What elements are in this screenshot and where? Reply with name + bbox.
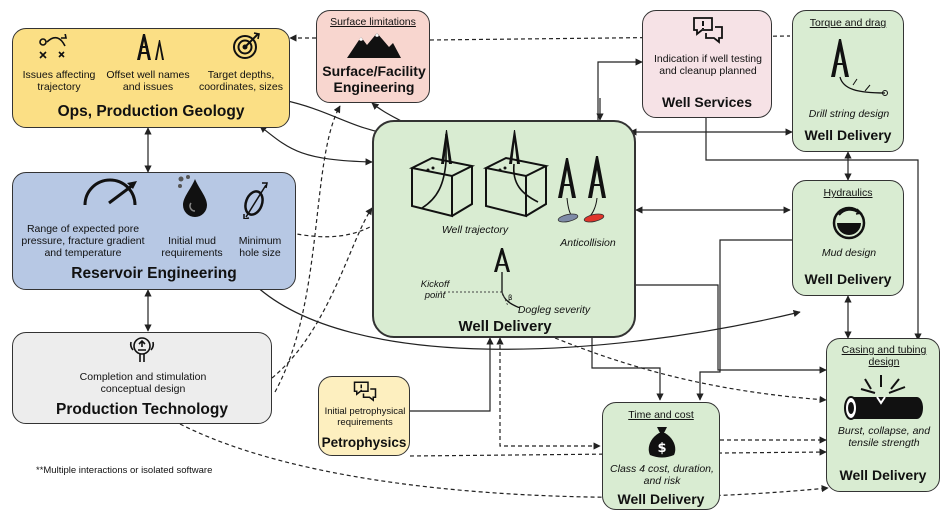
- petro-center-connector: [408, 337, 494, 412]
- hydraulics-title: Well Delivery: [804, 271, 892, 287]
- center-casing-connector: [636, 284, 827, 374]
- timecost-title: Well Delivery: [617, 491, 705, 507]
- target-icon: [233, 32, 260, 59]
- beta-symbol: β: [508, 294, 512, 302]
- petro-item: Initial petrophysical requirements: [324, 406, 406, 428]
- hydraulics-item: Mud design: [821, 247, 877, 259]
- center-title: Well Delivery: [458, 318, 552, 335]
- surface-facility-box: Surface limitations Surface/Facility Eng…: [316, 10, 430, 103]
- torque-header: Torque and drag: [809, 17, 887, 29]
- dogleg-label: Dogleg severity: [517, 304, 591, 316]
- burst-pipe-icon: [844, 375, 923, 420]
- completion-icon: [129, 337, 155, 362]
- anticollision-label: Anticollision: [560, 237, 616, 249]
- torque-title: Well Delivery: [804, 127, 892, 143]
- torque-drag-box: Torque and drag Drill string design Well…: [792, 10, 904, 152]
- svg-text:$: $: [657, 441, 666, 456]
- center-timecost-dashed: [496, 337, 601, 450]
- oil-rigs-icon: [137, 34, 164, 60]
- production-center-dashed: [271, 207, 373, 379]
- hydraulics-box: Hydraulics Mud design Well Delivery: [792, 180, 904, 296]
- petro-casing-dashed: [409, 448, 827, 457]
- hydraulics-header: Hydraulics: [823, 187, 873, 199]
- reservoir-item-mud: Initial mud requirements: [161, 235, 223, 260]
- casing-tubing-box: Casing and tubing design Burst, collapse…: [826, 338, 940, 492]
- ops-item-offset-wells: Offset well names and issues: [106, 69, 190, 94]
- reservoir-engineering-box: Range of expected pore pressure, fractur…: [12, 172, 296, 290]
- money-bag-icon: $: [648, 427, 676, 458]
- services-casing-connector: [705, 118, 922, 341]
- center-casing-dashed: [554, 337, 827, 404]
- dogleg-diagram-icon: β: [440, 248, 521, 308]
- petro-title: Petrophysics: [321, 435, 407, 450]
- reservoir-hydraulics-connector: [254, 284, 801, 350]
- reservoir-item-pressure: Range of expected pore pressure, fractur…: [21, 223, 145, 260]
- mountains-icon: [347, 33, 401, 58]
- production-surface-dashed: [274, 105, 341, 393]
- center-timecost-connector: [591, 338, 664, 401]
- hydraulics-timecost-connector: [696, 239, 818, 401]
- ops-item-trajectory: Issues affecting trajectory: [22, 69, 96, 94]
- mud-design-icon: [832, 206, 866, 240]
- well-trajectory-cube-1-icon: [408, 130, 476, 218]
- torque-item: Drill string design: [808, 108, 890, 120]
- time-cost-box: Time and cost $ Class 4 cost, duration, …: [602, 402, 720, 510]
- ops-center-connector-b: [259, 125, 373, 166]
- well-trajectory-cube-2-icon: [482, 130, 550, 218]
- services-item: Indication if well testing and cleanup p…: [654, 53, 762, 78]
- well-trajectory-label: Well trajectory: [441, 224, 509, 236]
- playbook-icon: [39, 34, 67, 59]
- center-services-connector: [597, 58, 643, 120]
- center-well-delivery-box: Well trajectory Anticollision β Kickoff …: [372, 120, 636, 338]
- production-casing-dashed: [179, 423, 829, 498]
- production-technology-box: Completion and stimulation conceptual de…: [12, 332, 272, 424]
- reservoir-title: Reservoir Engineering: [71, 265, 237, 282]
- services-title: Well Services: [661, 94, 753, 110]
- drill-string-icon: [831, 39, 888, 96]
- footnote: **Multiple interactions or isolated soft…: [36, 465, 213, 476]
- surface-title: Surface/Facility Engineering: [322, 63, 426, 96]
- casing-item: Burst, collapse, and tensile strength: [837, 425, 931, 450]
- chat-bubbles-icon: [353, 381, 377, 402]
- reservoir-item-hole-size: Minimum hole size: [238, 235, 282, 260]
- oil-drop-icon: [178, 175, 207, 217]
- timecost-header: Time and cost: [628, 409, 694, 421]
- hole-size-icon: [243, 182, 268, 219]
- ops-title: Ops, Production Geology: [57, 103, 245, 120]
- surface-header: Surface limitations: [330, 16, 416, 28]
- gauge-icon: [83, 178, 137, 206]
- casing-header: Casing and tubing design: [841, 344, 927, 369]
- casing-title: Well Delivery: [839, 467, 927, 483]
- petrophysics-box: Initial petrophysical requirements Petro…: [318, 376, 410, 456]
- timecost-item: Class 4 cost, duration, and risk: [610, 463, 714, 488]
- ops-item-targets: Target depths, coordinates, sizes: [198, 69, 284, 94]
- well-services-box: Indication if well testing and cleanup p…: [642, 10, 772, 118]
- ops-production-geology-box: Issues affecting trajectory Offset well …: [12, 28, 290, 128]
- kickoff-label: Kickoff point: [420, 279, 450, 301]
- production-title: Production Technology: [56, 401, 228, 418]
- anticollision-icon: [557, 156, 606, 223]
- chat-bubbles-icon: [693, 17, 723, 44]
- production-item-completion: Completion and stimulation conceptual de…: [79, 371, 207, 396]
